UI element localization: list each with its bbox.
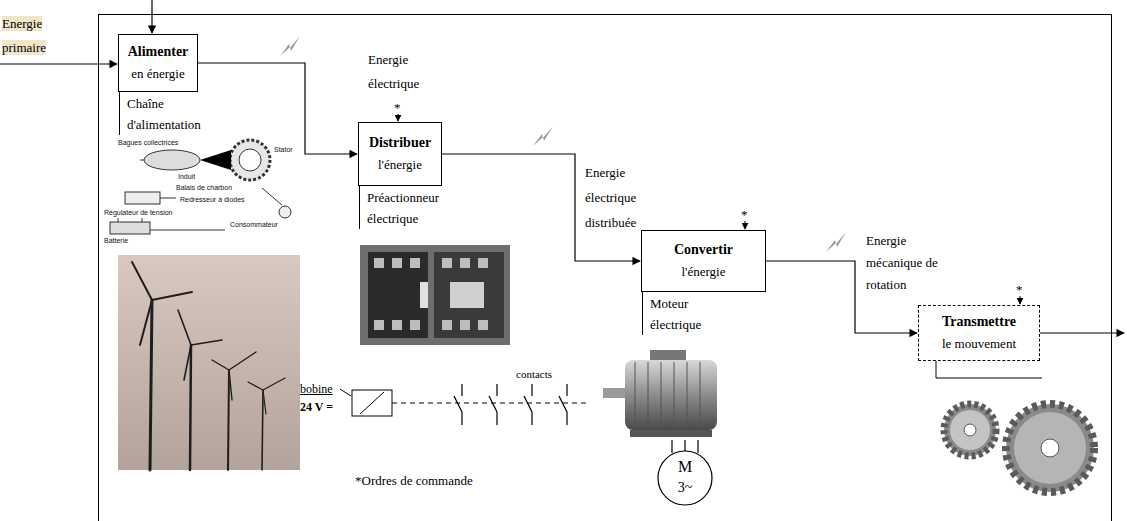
box-heading: Distribuer bbox=[369, 132, 431, 154]
footnote: *Ordres de commande bbox=[355, 473, 473, 489]
part-name: Redresseur à diodes bbox=[180, 196, 245, 204]
flow-label: Energie électrique bbox=[368, 48, 448, 96]
part-name: Stator bbox=[274, 146, 293, 154]
energy-flow-arrow bbox=[766, 261, 917, 333]
part-name: Régulateur de tension bbox=[104, 209, 173, 217]
order-star: * bbox=[741, 207, 748, 223]
part-name: Consommateur bbox=[230, 221, 278, 229]
box-heading: Convertir bbox=[674, 239, 733, 261]
process-box: Transmettrele mouvement bbox=[918, 305, 1040, 361]
box-text: l'énergie bbox=[682, 261, 726, 283]
part-name: Batterie bbox=[104, 237, 128, 245]
contacts-label: contacts bbox=[516, 366, 552, 382]
block-name: Préactionneur électrique bbox=[359, 185, 463, 229]
outer-frame bbox=[99, 15, 1112, 521]
process-box: Alimenteren énergieChaîne d'alimentation bbox=[118, 34, 198, 92]
block-name: Moteur électrique bbox=[642, 291, 716, 335]
coil-label: bobine bbox=[300, 381, 333, 397]
motor-symbol bbox=[658, 440, 712, 505]
phase-label: 3~ bbox=[672, 480, 698, 496]
order-star: * bbox=[1016, 282, 1023, 298]
voltage-label: 24 V = bbox=[300, 399, 333, 415]
box-text: l'énergie bbox=[378, 154, 422, 176]
input-label: Energie primaire bbox=[2, 12, 72, 60]
process-box: Distribuerl'énergiePréactionneur électri… bbox=[358, 122, 442, 186]
contactor-symbol bbox=[340, 384, 590, 425]
box-heading: Transmettre bbox=[942, 311, 1016, 333]
box-text: le mouvement bbox=[942, 333, 1016, 355]
energy-flow-arrow bbox=[198, 63, 357, 154]
box-text: en énergie bbox=[131, 63, 185, 85]
command-arrow bbox=[151, 0, 152, 33]
motor-letter: M bbox=[673, 459, 697, 475]
order-star: * bbox=[394, 100, 401, 116]
process-box: Convertirl'énergieMoteur électrique bbox=[641, 230, 766, 292]
flow-label: Energie électrique distribuée bbox=[585, 160, 665, 235]
part-name: Balais de charbon bbox=[176, 184, 232, 192]
alternator-drawing bbox=[110, 140, 291, 234]
part-name: Induit bbox=[178, 173, 195, 181]
input-arrow bbox=[0, 63, 117, 64]
output-arrow bbox=[1040, 332, 1124, 333]
wind-turbine-photo bbox=[118, 255, 300, 470]
contactor-photo bbox=[360, 245, 510, 345]
gears-drawing bbox=[936, 361, 1094, 492]
box-heading: Alimenter bbox=[128, 41, 189, 63]
lightning-symbols bbox=[280, 36, 846, 252]
part-name: Bagues collectrices bbox=[118, 139, 178, 147]
flow-label: Energie mécanique de rotation bbox=[866, 230, 946, 296]
motor-photo bbox=[603, 350, 717, 437]
block-name: Chaîne d'alimentation bbox=[119, 91, 215, 135]
